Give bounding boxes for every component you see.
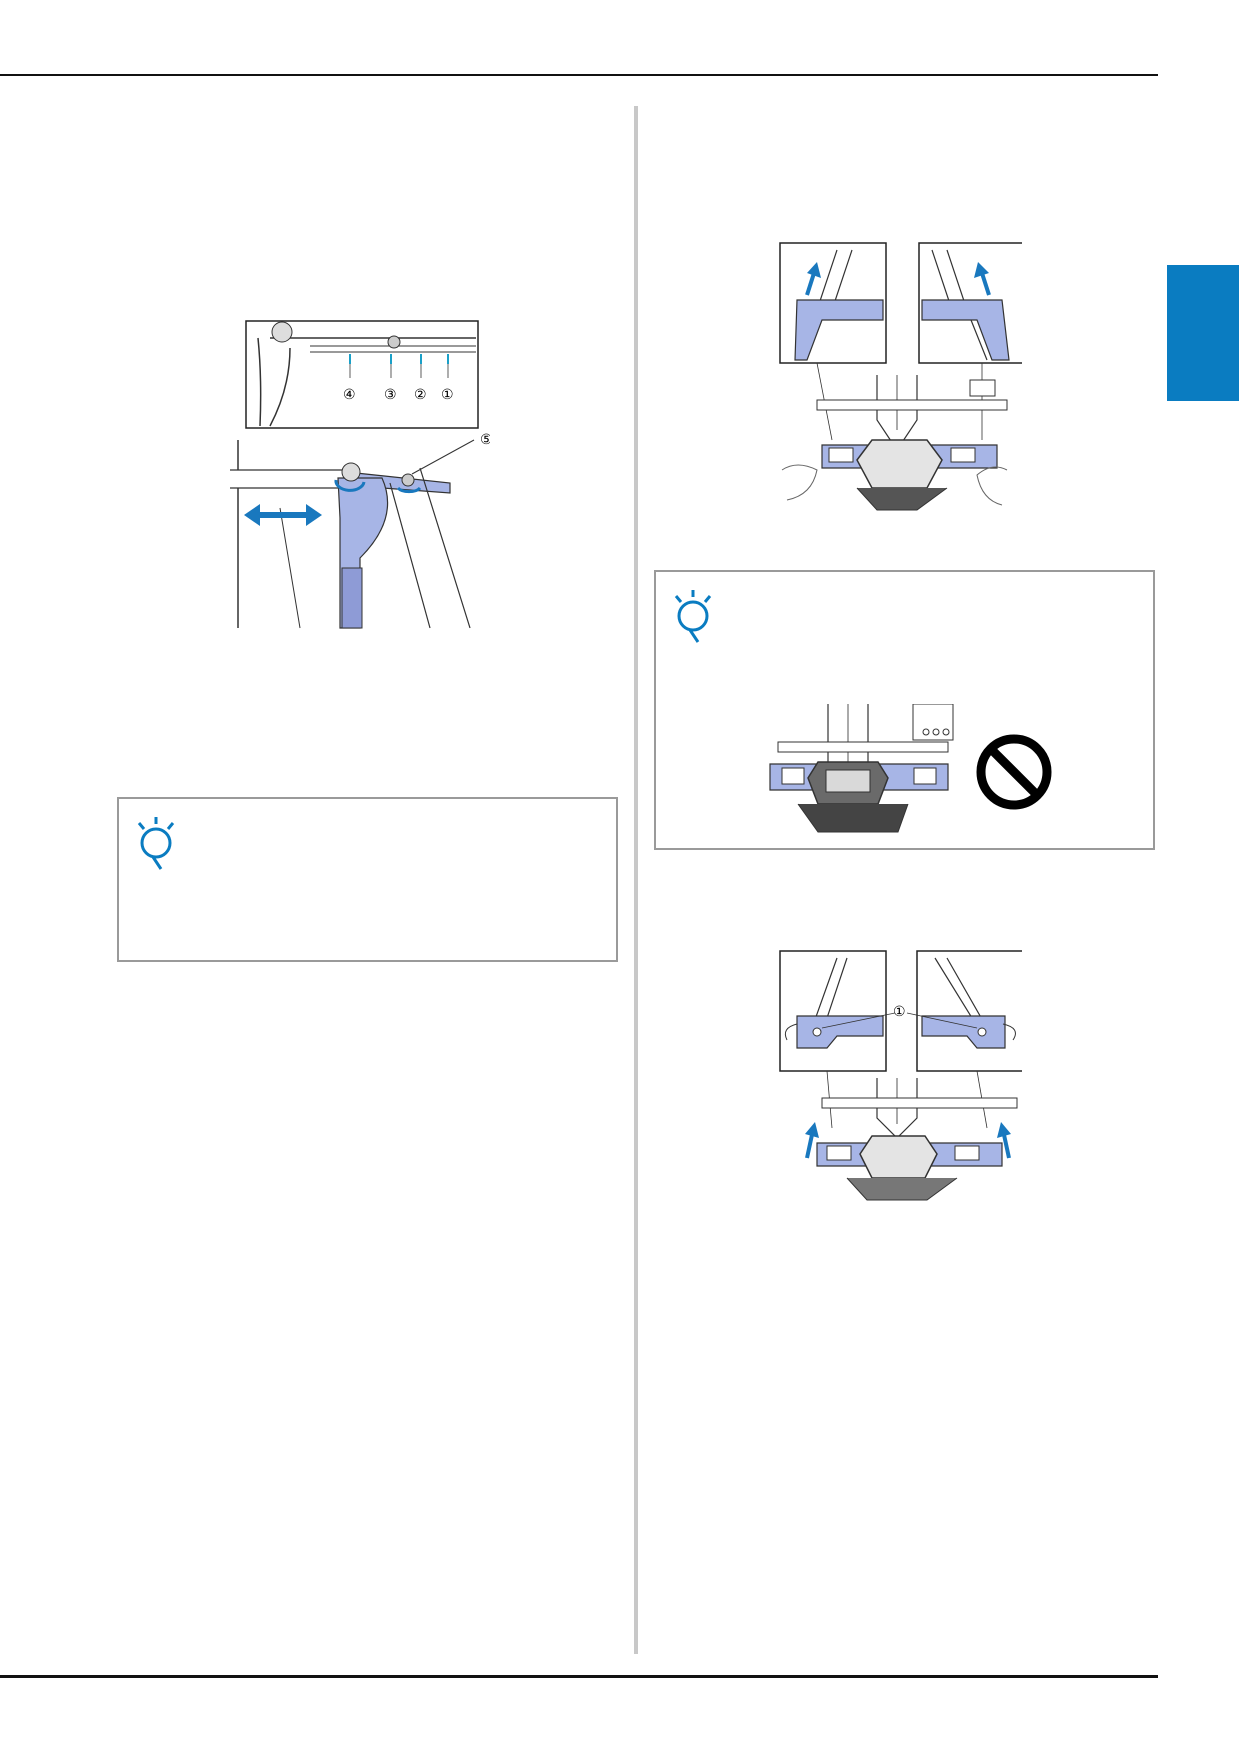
callout-5: ⑤ — [480, 431, 490, 447]
lightbulb-note-icon — [674, 590, 712, 643]
callout-1: ① — [441, 386, 454, 402]
figure-frame-attach: ① — [777, 948, 1022, 1206]
callout-4: ④ — [343, 386, 356, 402]
callout-1: ① — [893, 1003, 906, 1019]
callout-2: ② — [414, 386, 427, 402]
column-divider — [634, 106, 638, 1654]
callout-3: ③ — [384, 386, 397, 402]
chapter-tab — [1167, 265, 1239, 401]
prohibited-icon — [976, 734, 1052, 810]
figure-frame-remove — [777, 240, 1022, 528]
lightbulb-note-icon — [137, 817, 175, 870]
footer-rule — [0, 1675, 1158, 1678]
note-box-left — [117, 797, 618, 962]
figure-bracket-adjust: ④ ③ ② ① ⑤ — [230, 318, 490, 633]
header-rule — [0, 74, 1158, 76]
figure-incorrect-frame — [769, 704, 954, 833]
note-box-right — [654, 570, 1155, 850]
